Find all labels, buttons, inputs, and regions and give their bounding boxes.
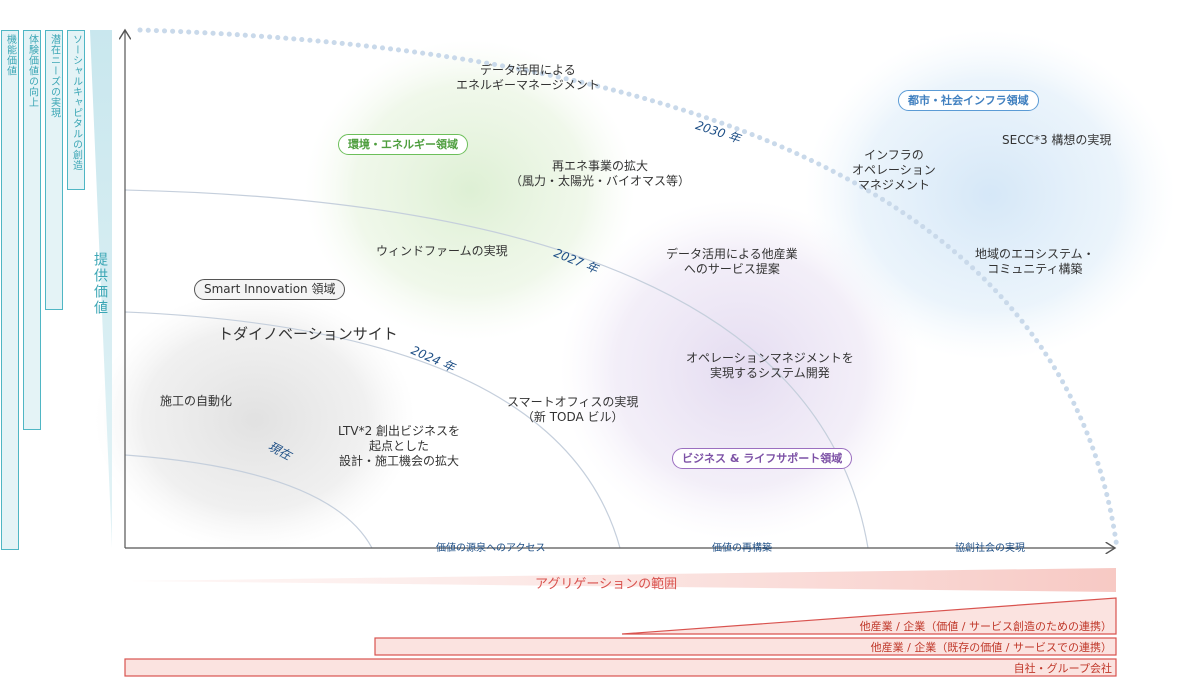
x-label-access: 価値の源泉へのアクセス [436,543,546,554]
y-axis-label: 提供価値 [92,252,108,316]
tier-cross-industry-existing-shape [374,637,1117,656]
arc-2024 [124,311,621,549]
domain-urban-infra: 都市・社会インフラ領域 [898,90,1039,111]
domain-environment-energy: 環境・エネルギー領域 [338,134,468,155]
value-level-experience: 体験価値の向上 [23,30,41,430]
item-energy-management: データ活用による エネルギーマネージメント [456,63,600,92]
arc-now [124,454,373,549]
item-wind-farm: ウィンドファームの実現 [376,244,508,258]
domain-smart-innovation: Smart Innovation 領域 [194,279,346,300]
item-operation-system: オペレーションマネジメントを 実現するシステム開発 [686,351,854,380]
aggregation-wedge [130,568,1116,592]
tier-cross-industry-creation-shape [621,597,1117,635]
tier-cross-industry-creation: 他産業 / 企業（価値 / サービス創造のための連携） [859,620,1112,633]
item-infra-operation: インフラの オペレーション マネジメント [852,148,936,192]
value-triangle [90,30,112,548]
tier-inhouse: 自社・グループ会社 [1013,662,1112,675]
item-renewable-expansion: 再エネ事業の拡大 （風力・太陽光・バイオマス等） [510,159,691,188]
x-label-cocreation: 協創社会の実現 [955,543,1025,554]
urban-infra-blob [805,30,1175,360]
environment-energy-blob [305,40,635,340]
tier-inhouse-shape [124,658,1117,677]
x-label-rebuild: 価値の再構築 [712,543,772,554]
value-level-functional: 機能価値 [1,30,19,550]
smart-innovation-blob [95,290,415,550]
arc-2030 [137,27,1120,551]
item-todai-innovation-site: トダイノベーションサイト [218,325,398,343]
tier-cross-industry-existing: 他産業 / 企業（既存の価値 / サービスでの連携） [870,641,1112,654]
item-secc: SECC*3 構想の実現 [1002,133,1112,147]
item-ltv-business: LTV*2 創出ビジネスを 起点とした 設計・施工機会の拡大 [338,424,461,468]
item-construction-automation: 施工の自動化 [160,394,233,408]
domain-business-life: ビジネス & ライフサポート領域 [672,448,853,469]
value-level-social-capital: ソーシャルキャピタルの創造 [67,30,85,190]
value-level-latent-needs: 潜在ニーズの実現 [45,30,63,310]
item-local-ecosystem: 地域のエコシステム・ コミュニティ構築 [975,247,1095,276]
aggregation-title: アグリゲーションの範囲 [535,577,678,592]
item-data-service: データ活用による他産業 へのサービス提案 [666,247,798,276]
item-smart-office: スマートオフィスの実現 （新 TODA ビル） [507,395,639,424]
